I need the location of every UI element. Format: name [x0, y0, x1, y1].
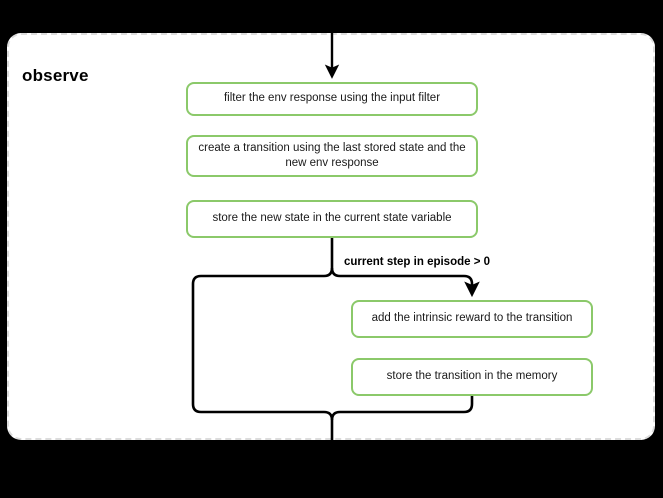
- node-create-transition[interactable]: create a transition using the last store…: [186, 135, 478, 177]
- subgraph-title: observe: [22, 66, 89, 85]
- node-label: filter the env response using the input …: [223, 92, 441, 105]
- node-label: store the transition in the memory: [386, 370, 558, 383]
- node-filter-env[interactable]: filter the env response using the input …: [186, 82, 478, 116]
- branch-condition-label: current step in episode > 0: [344, 256, 491, 268]
- node-store-state[interactable]: store the new state in the current state…: [186, 200, 478, 238]
- node-label: create a transition using the last store…: [198, 141, 466, 169]
- node-store-transition-in-memory[interactable]: store the transition in the memory: [351, 358, 593, 396]
- node-label: store the new state in the current state…: [212, 212, 452, 225]
- node-label: add the intrinsic reward to the transiti…: [371, 312, 573, 325]
- node-add-intrinsic-reward[interactable]: add the intrinsic reward to the transiti…: [351, 300, 593, 338]
